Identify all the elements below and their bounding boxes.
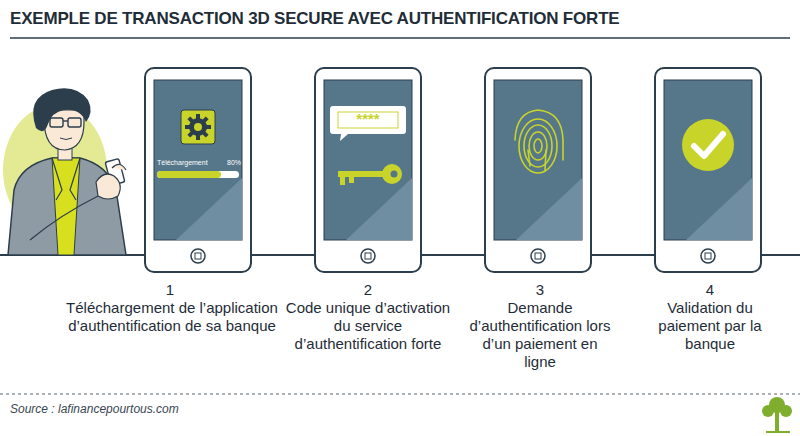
step-text: Demande d’authentification lors d’un pai… [468,299,613,371]
step-number: 1 [150,281,190,299]
source-caption: Source : lafinancepourtous.com [10,402,179,416]
step-text: Validation du paiement par la banque [653,299,768,353]
phone [315,68,421,272]
step-number: 4 [690,281,730,299]
app-icon [181,110,215,144]
logo-tree [762,397,792,432]
step-number: 3 [520,281,560,299]
code-digits: **** [338,110,398,128]
title: EXEMPLE DE TRANSACTION 3D SECURE AVEC AU… [10,9,619,29]
phone [655,68,761,272]
phone [145,68,251,272]
phone [485,68,591,272]
step-text: Téléchargement de l’application d’authen… [65,299,280,335]
source-rule [0,394,800,395]
progress-percent: 80% [215,158,241,168]
step-text: Code unique d’activation du service d’au… [278,299,458,353]
progress-bar [157,171,239,178]
title-rule [10,37,790,39]
check-icon [682,119,734,171]
person-illustration [3,88,126,255]
progress-label: Téléchargement [157,158,227,168]
key-icon [338,164,402,185]
step-number: 2 [348,281,388,299]
fingerprint-icon [515,110,563,173]
speech-bubble [330,106,406,141]
